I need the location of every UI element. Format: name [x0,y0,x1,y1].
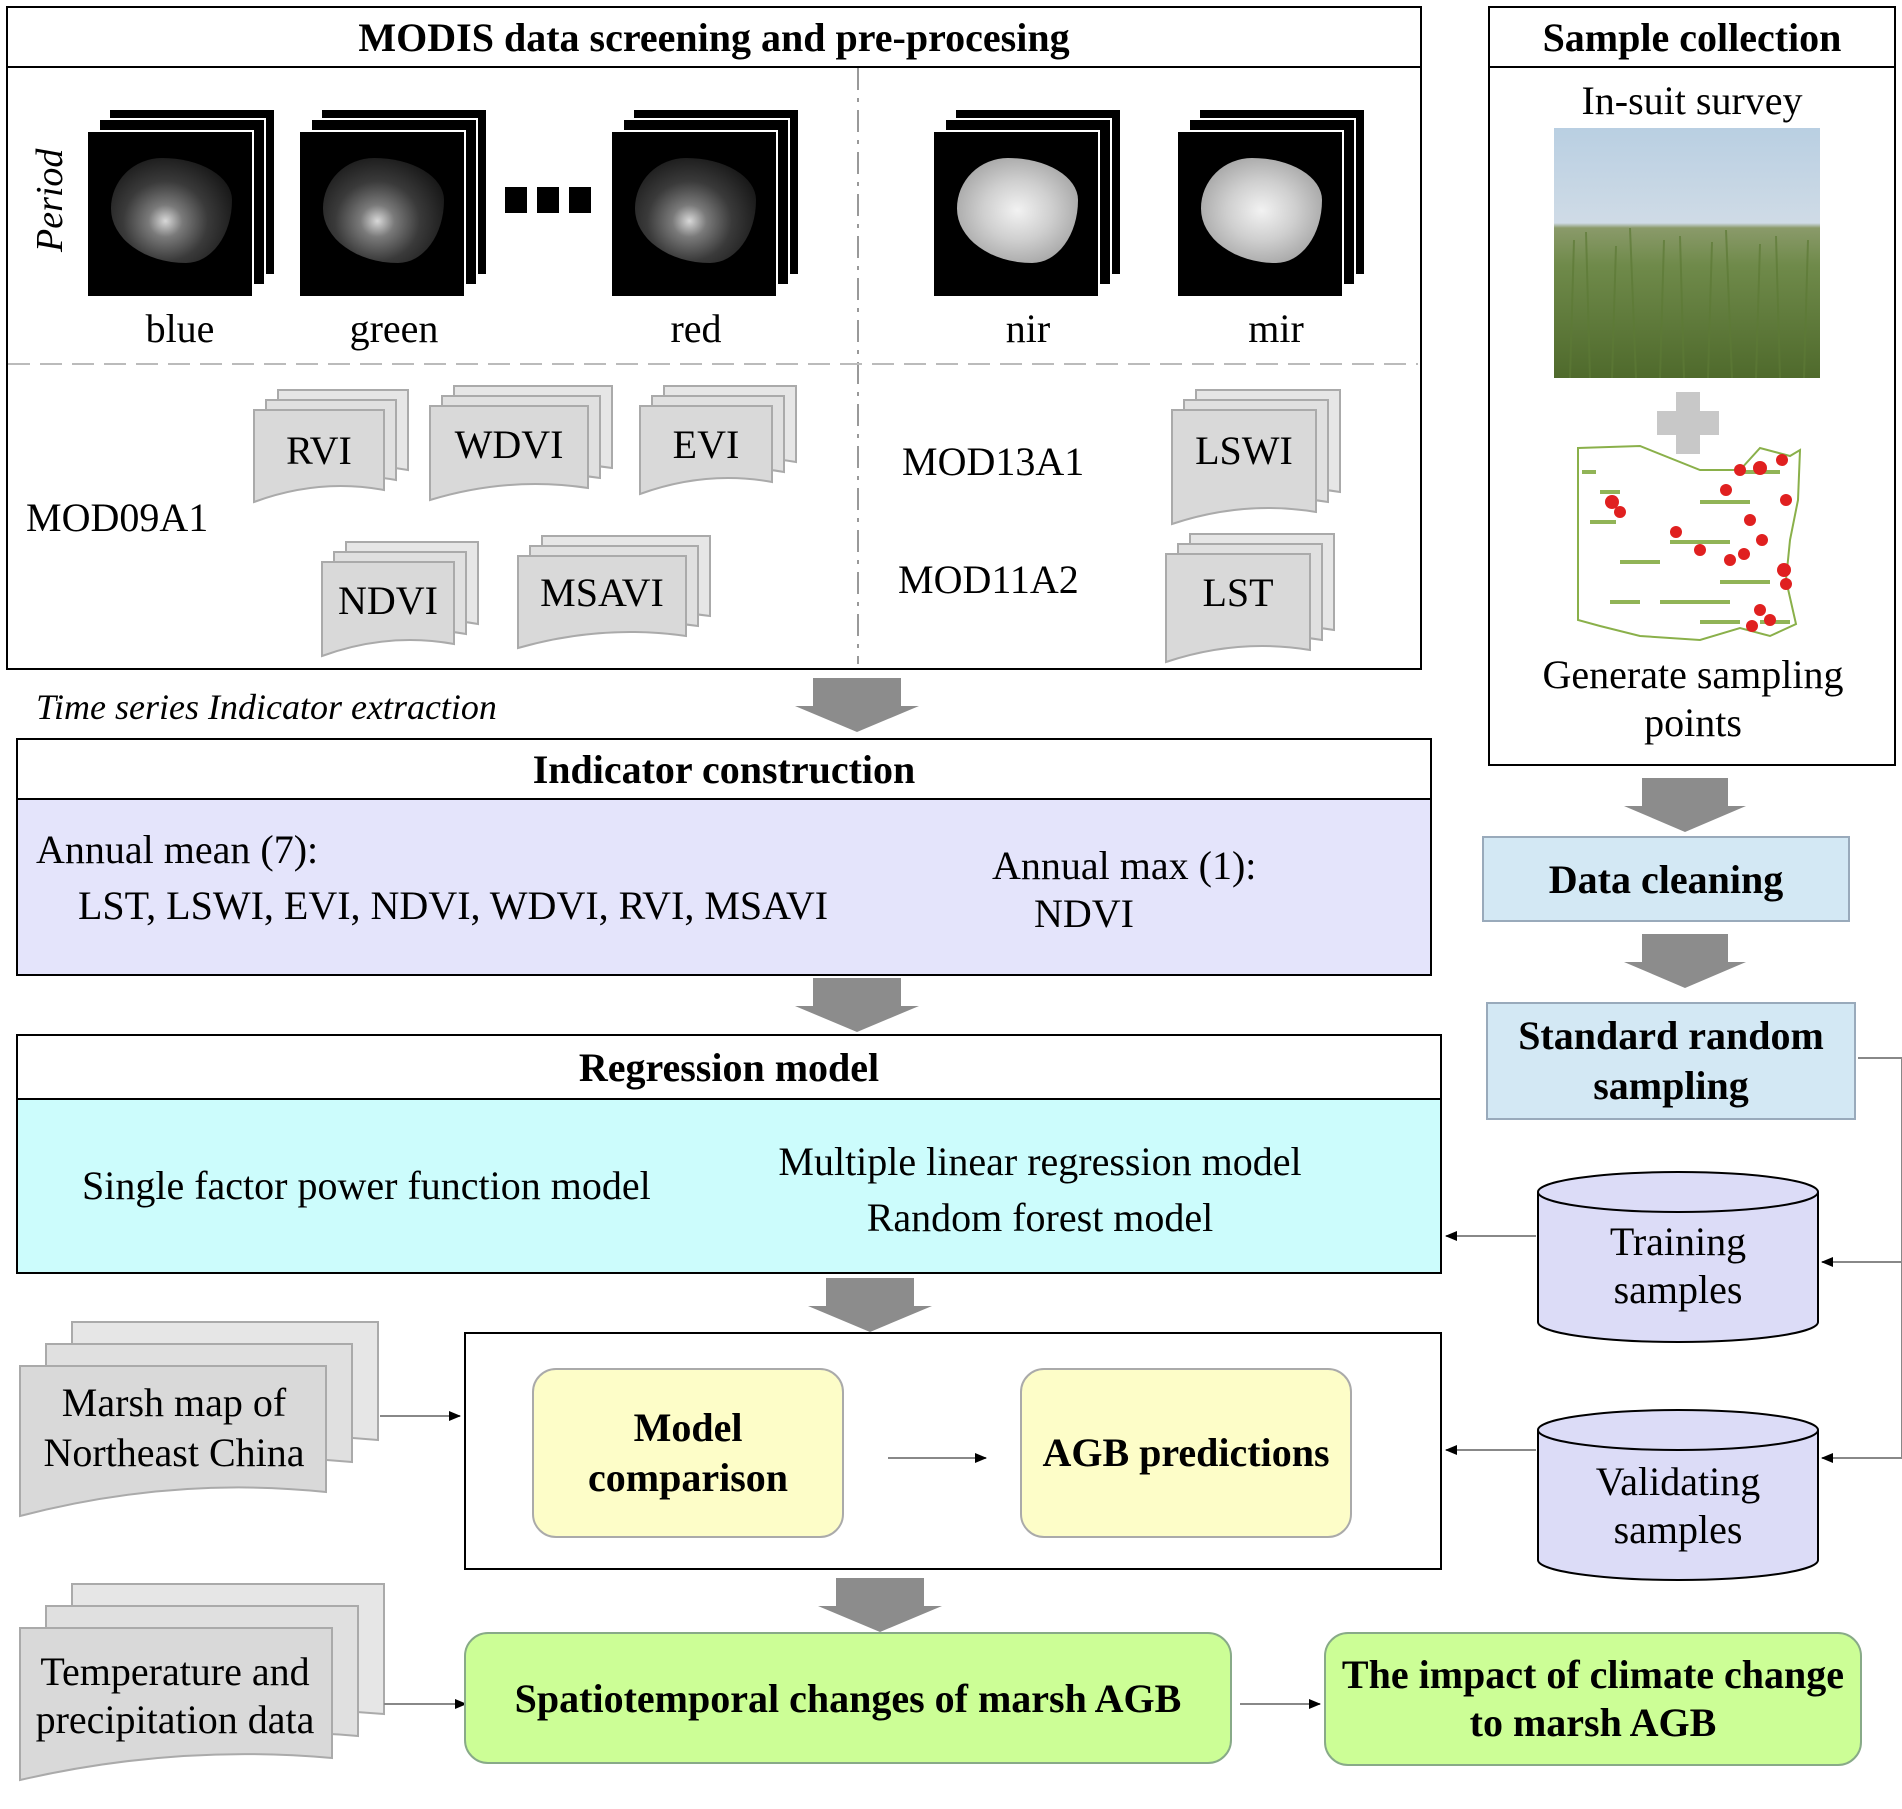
annual-mean-title: Annual mean (7): [36,827,319,872]
wdvi-doc-stack [429,385,613,502]
index-ndvi: NDVI [338,577,438,623]
single-factor-model: Single factor power function model [82,1163,651,1208]
sample-collection-title: Sample collection [1542,14,1842,60]
band-label-blue: blue [145,305,215,351]
flow-arrows [795,678,1746,1632]
multiple-linear-model: Multiple linear regression model [778,1138,1302,1184]
agb-predictions-box: AGB predictions [1020,1368,1352,1538]
temperature-doc-stack [19,1583,385,1782]
spatiotemporal-box: Spatiotemporal changes of marsh AGB [464,1632,1232,1764]
temperature-data-label: Temperature and precipitation data [35,1649,315,1742]
mod11a2-label: MOD11A2 [898,557,1079,602]
index-lswi: LSWI [1195,427,1293,473]
mod13a1-label: MOD13A1 [902,439,1085,484]
training-cylinder [1537,1171,1819,1343]
band-label-mir: mir [1248,305,1304,351]
indicator-title: Indicator construction [532,746,916,792]
index-rvi: RVI [286,427,352,473]
index-evi: EVI [672,421,740,467]
annual-max-list: NDVI [1034,891,1134,936]
modis-title-bar [6,6,1422,68]
band-label-nir: nir [1005,305,1051,351]
in-suit-survey-label: In-suit survey [1581,77,1803,123]
sampling-points-map [1577,444,1802,642]
index-lst: LST [1202,569,1274,615]
band-label-red: red [670,305,722,351]
marsh-map-label: Marsh map of Northeast China [43,1380,305,1475]
band-label-green: green [349,305,439,351]
modis-box [6,6,1422,670]
modis-title: MODIS data screening and pre-procesing [358,14,1070,60]
climate-impact-box: The impact of climate change to marsh AG… [1324,1632,1862,1766]
index-wdvi: WDVI [454,421,564,467]
random-forest-model: Random forest model [866,1194,1214,1240]
data-cleaning-box: Data cleaning [1482,836,1850,922]
field-photo [1554,128,1820,379]
marsh-map-doc-stack [19,1321,379,1518]
evi-doc-stack [639,385,797,496]
regression-title: Regression model [578,1044,880,1090]
index-msavi: MSAVI [540,569,664,615]
plus-icon [1657,392,1719,454]
rvi-doc-stack [253,389,409,504]
mod09a1-label: MOD09A1 [26,495,209,540]
validating-cylinder [1537,1409,1819,1581]
lst-doc-stack [1165,533,1335,664]
model-comparison-box: Model comparison [532,1368,844,1538]
annual-max-title: Annual max (1): [992,843,1257,888]
lswi-doc-stack [1171,389,1341,526]
ndvi-doc-stack [321,541,479,658]
sample-collection-box [1488,6,1896,766]
validating-samples: Validating samples [1595,1459,1761,1552]
extraction-label: Time series Indicator extraction [36,687,497,727]
period-label: Period [29,148,71,252]
msavi-doc-stack [517,535,711,650]
generate-sampling-label: Generate sampling points [1542,652,1844,745]
training-samples: Training samples [1609,1219,1747,1312]
annual-mean-list: LST, LSWI, EVI, NDVI, WDVI, RVI, MSAVI [78,883,829,928]
standard-random-sampling-box: Standard random sampling [1486,1002,1856,1120]
prediction-box [464,1332,1442,1570]
